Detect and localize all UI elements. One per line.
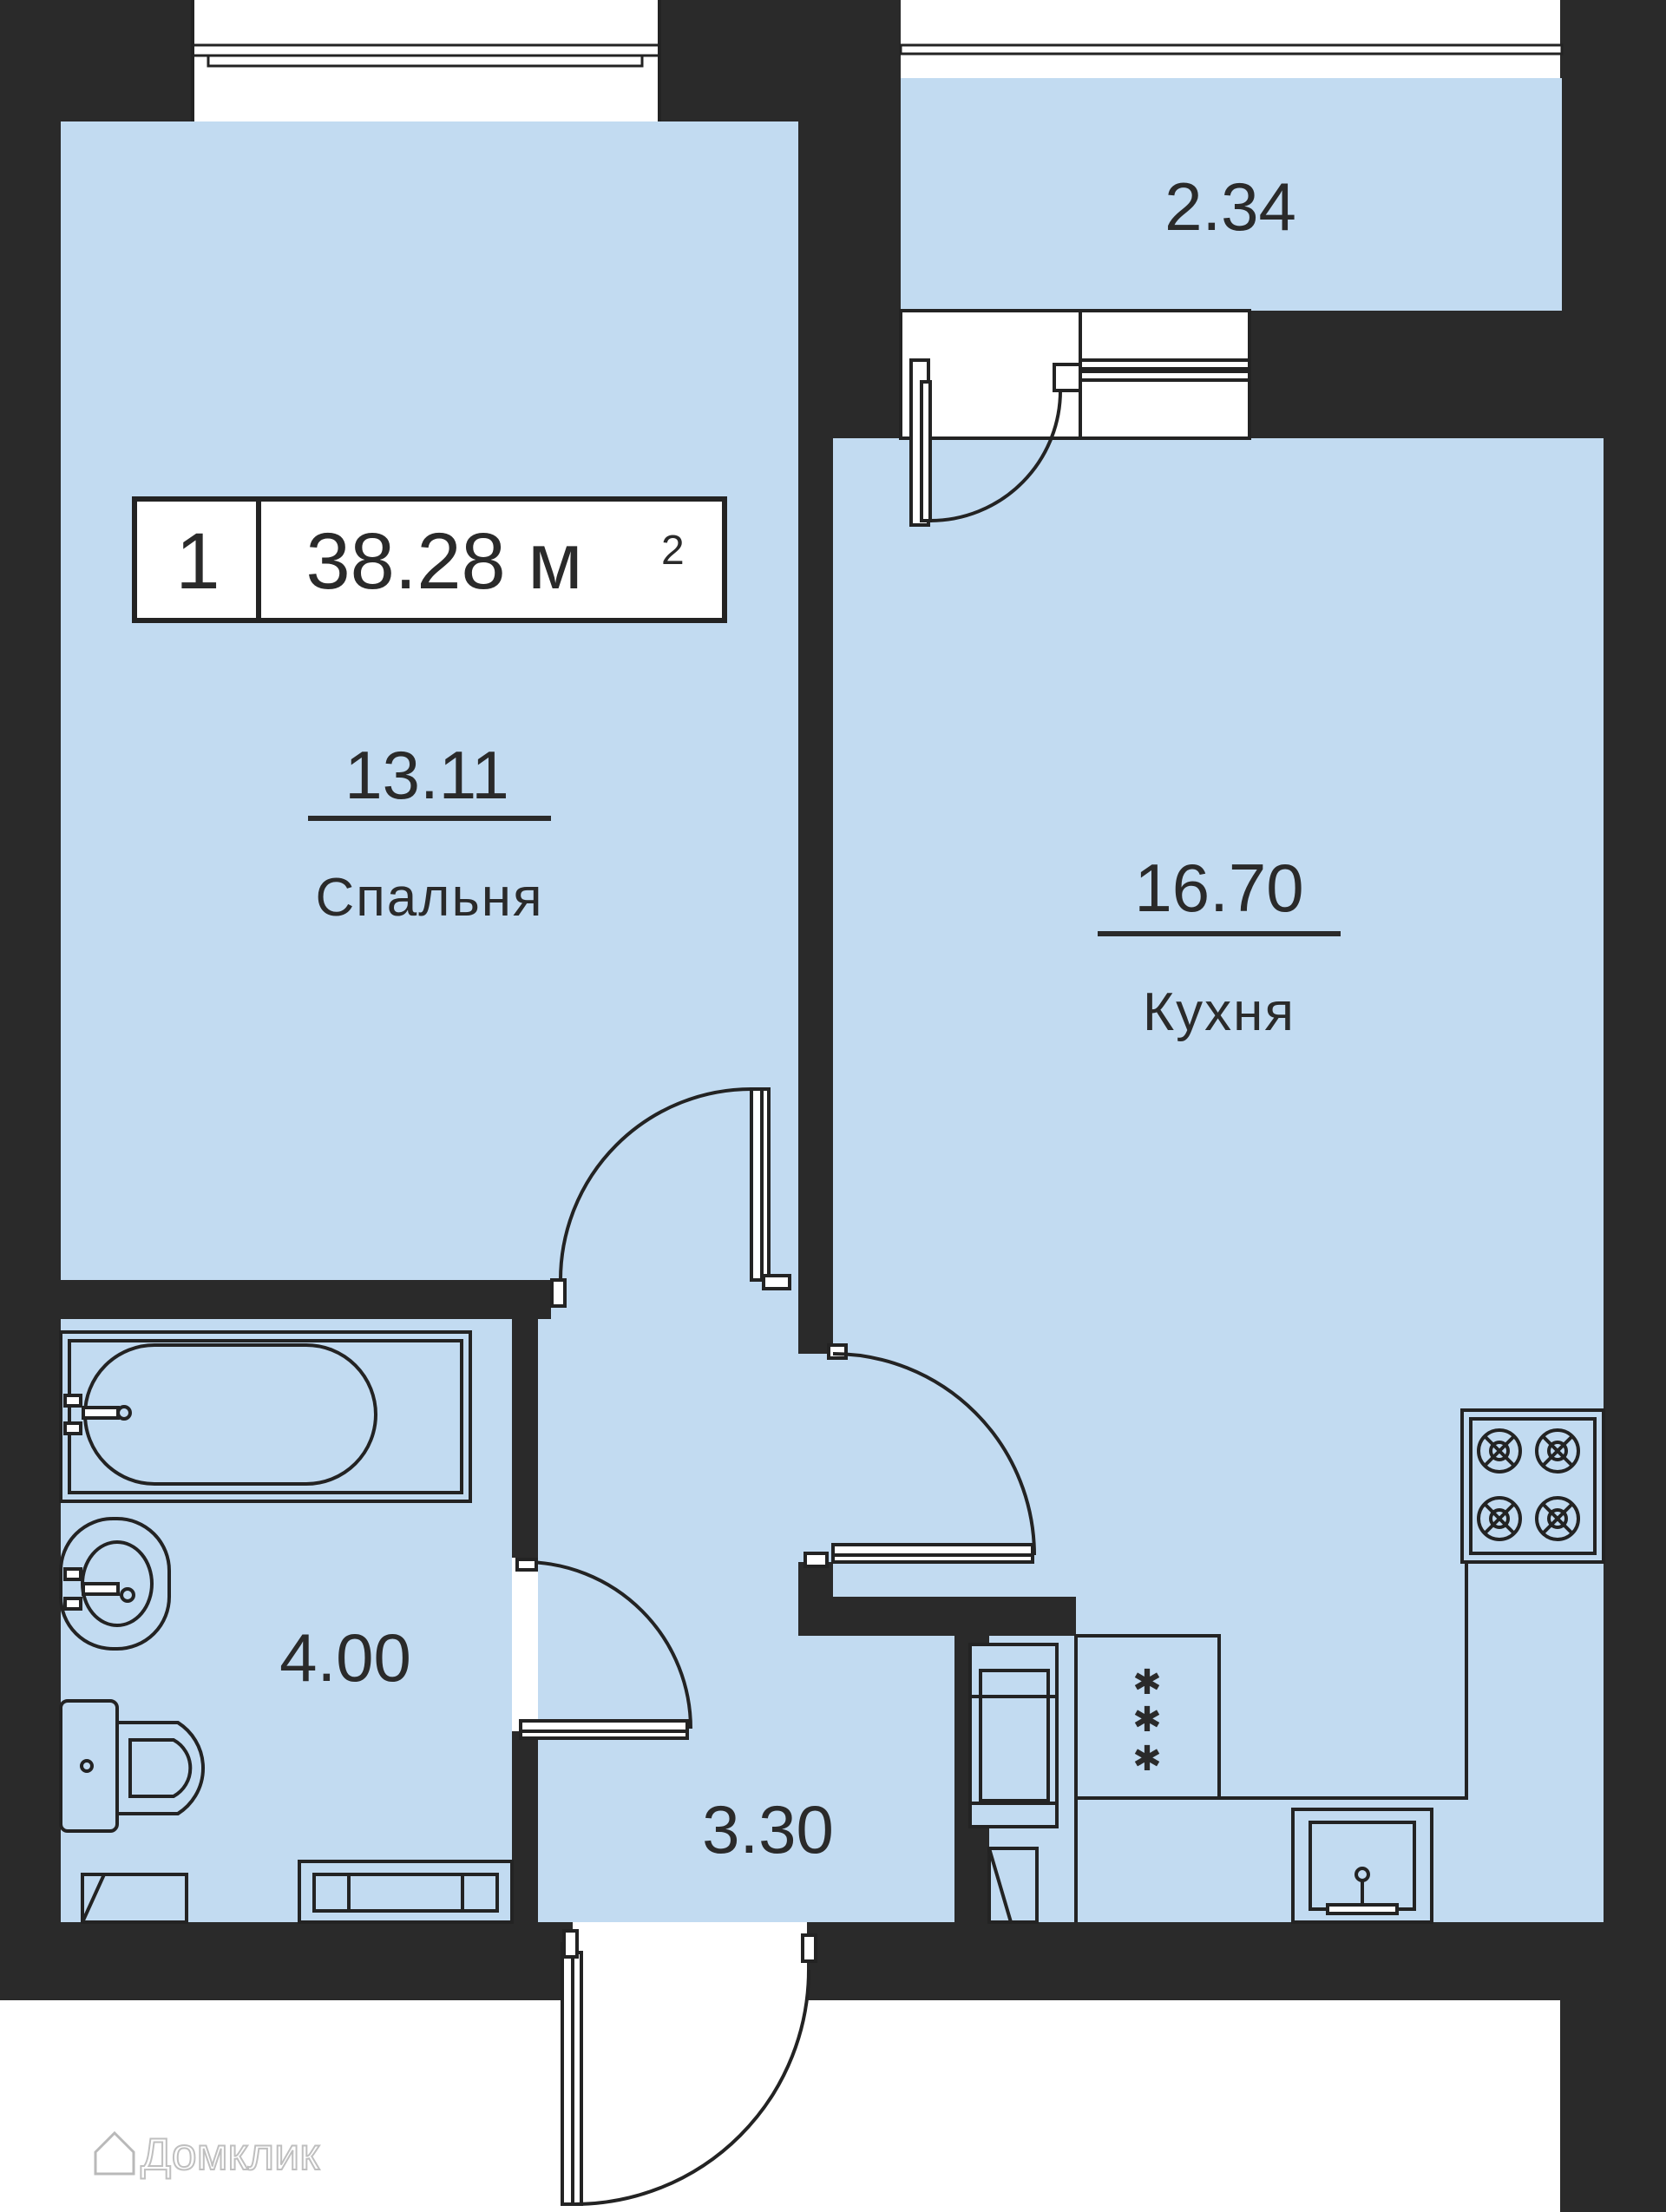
total-area: 38.28 м <box>305 517 582 606</box>
kitchen-stove <box>1460 1408 1605 1564</box>
toilet <box>59 1699 206 1833</box>
bathroom-shelf <box>81 1873 188 1924</box>
bathroom-sink <box>59 1517 171 1651</box>
kitchen-sink <box>1291 1808 1433 1924</box>
rooms-count: 1 <box>175 517 220 606</box>
hallway-closet <box>298 1860 514 1924</box>
balcony-door <box>899 309 1251 527</box>
interior-walls <box>61 121 1562 1957</box>
balcony-window <box>191 0 1564 121</box>
kitchen-counter: ✱ ✱ ✱ <box>968 1560 1604 1924</box>
balcony-room <box>901 78 1562 311</box>
area-unit-superscript: 2 <box>661 528 685 574</box>
balcony-area: 2.34 <box>1164 168 1296 245</box>
house-icon <box>94 2130 135 2176</box>
bedroom-room <box>61 121 798 1280</box>
kitchen-divider <box>1098 931 1341 936</box>
watermark: Домклик <box>94 2129 320 2181</box>
kitchen-door <box>803 1343 1036 1568</box>
kitchen-area: 16.70 <box>1134 850 1303 926</box>
svg-text:✱: ✱ <box>1132 1701 1162 1739</box>
bedroom-area: 13.11 <box>344 737 508 813</box>
bedroom-door <box>550 1087 791 1308</box>
svg-text:✱: ✱ <box>1132 1664 1162 1702</box>
hallway-area: 3.30 <box>702 1791 834 1867</box>
area-badge: 1 38.28 м 2 <box>132 496 727 623</box>
room-labels: 2.34 13.11 Спальня 16.70 Кухня 4.00 3.30 <box>279 168 1341 1867</box>
bathroom-area: 4.00 <box>279 1619 411 1696</box>
kitchen-name: Кухня <box>1143 982 1295 1042</box>
entrance-door <box>561 1922 817 2212</box>
svg-text:✱: ✱ <box>1132 1740 1162 1778</box>
bathtub <box>59 1330 472 1503</box>
bathroom-door <box>515 1558 692 1740</box>
bedroom-divider <box>308 816 551 821</box>
bedroom-name: Спальня <box>315 868 543 928</box>
watermark-text: Домклик <box>141 2130 319 2180</box>
